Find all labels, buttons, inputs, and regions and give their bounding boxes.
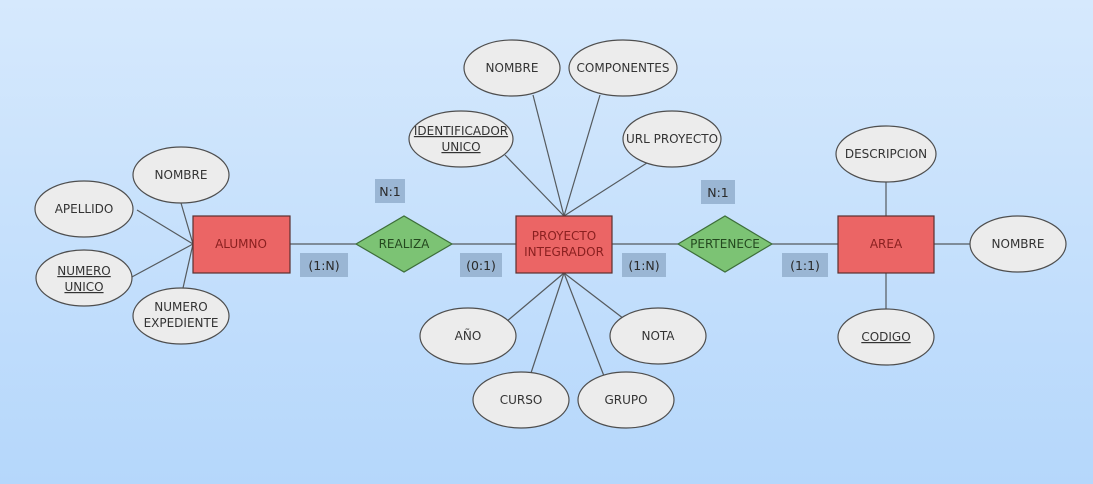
entity-area: AREA	[837, 215, 935, 274]
cardinality-realiza-proyecto: (0:1)	[460, 253, 502, 277]
attribute-label: NUMERO	[154, 300, 207, 314]
cardinality-text: (1:1)	[790, 258, 820, 273]
attribute-label: IDENTIFICADOR	[414, 124, 508, 138]
attribute-label: AÑO	[455, 328, 482, 343]
attribute-area-descripcion: DESCRIPCION	[835, 125, 937, 183]
attribute-label: EXPEDIENTE	[144, 316, 219, 330]
attribute-alumno-numero-expediente: NUMERO EXPEDIENTE	[132, 287, 230, 345]
attribute-label: NOMBRE	[992, 237, 1045, 251]
attribute-label: DESCRIPCION	[845, 147, 927, 161]
attribute-label: GRUPO	[604, 393, 647, 407]
line-alumno-nombre	[180, 202, 194, 245]
cardinality-text: (0:1)	[466, 258, 496, 273]
line-proyecto-identificador	[504, 154, 565, 217]
attribute-label: NOTA	[641, 329, 675, 343]
line-proyecto-url	[563, 160, 651, 217]
attribute-proyecto-url: URL PROYECTO	[622, 110, 722, 168]
entity-label: PROYECTO	[532, 229, 596, 243]
entity-alumno: ALUMNO	[192, 215, 291, 274]
line-proyecto-nota	[563, 272, 629, 323]
attribute-alumno-apellido: APELLIDO	[34, 180, 134, 238]
attribute-label: NOMBRE	[486, 61, 539, 75]
cardinality-text: (1:N)	[308, 258, 339, 273]
entity-label: AREA	[870, 237, 903, 251]
relationship-pertenece: PERTENECE	[676, 215, 774, 273]
entity-label: INTEGRADOR	[524, 245, 604, 259]
attribute-label: COMPONENTES	[577, 61, 670, 75]
attribute-label: CODIGO	[861, 330, 910, 344]
line-proyecto-grupo	[563, 272, 605, 377]
attribute-proyecto-identificador-unico: IDENTIFICADOR UNICO	[408, 110, 514, 168]
line-alumno-apellido	[136, 209, 194, 245]
line-proyecto-componentes	[563, 94, 601, 217]
attribute-proyecto-curso: CURSO	[472, 371, 570, 429]
attribute-label: CURSO	[500, 393, 543, 407]
attribute-label: UNICO	[64, 280, 103, 294]
line-proyecto-anio	[505, 272, 565, 323]
attribute-proyecto-nombre: NOMBRE	[463, 39, 561, 97]
attribute-proyecto-grupo: GRUPO	[577, 371, 675, 429]
entity-label: ALUMNO	[215, 237, 267, 251]
connector-lines	[129, 94, 970, 377]
cardinality-text: (1:N)	[628, 258, 659, 273]
attribute-label: NOMBRE	[155, 168, 208, 182]
cardinality-text: N:1	[707, 185, 729, 200]
relationship-label: PERTENECE	[690, 237, 760, 251]
cardinality-n1-realiza: N:1	[375, 179, 405, 203]
line-alumno-expediente	[182, 243, 194, 289]
attribute-proyecto-nota: NOTA	[609, 307, 707, 365]
line-proyecto-nombre	[532, 94, 565, 217]
attribute-proyecto-anio: AÑO	[419, 307, 517, 365]
attribute-label: NUMERO	[57, 264, 110, 278]
attribute-alumno-nombre: NOMBRE	[132, 146, 230, 204]
attribute-area-codigo: CODIGO	[837, 308, 935, 366]
line-alumno-numero-unico	[129, 243, 194, 279]
cardinality-alumno-realiza: (1:N)	[300, 253, 348, 277]
attribute-area-nombre: NOMBRE	[969, 215, 1067, 273]
cardinality-proyecto-pertenece: (1:N)	[622, 253, 666, 277]
line-proyecto-curso	[529, 272, 565, 377]
cardinality-text: N:1	[379, 184, 401, 199]
cardinality-pertenece-area: (1:1)	[782, 253, 828, 277]
relationship-realiza: REALIZA	[354, 215, 454, 273]
cardinality-n1-pertenece: N:1	[701, 180, 735, 204]
entity-proyecto-integrador: PROYECTO INTEGRADOR	[515, 215, 613, 274]
attribute-proyecto-componentes: COMPONENTES	[568, 39, 678, 97]
attribute-label: URL PROYECTO	[626, 132, 718, 146]
attribute-label: APELLIDO	[55, 202, 114, 216]
attribute-alumno-numero-unico: NUMERO UNICO	[35, 249, 133, 307]
attribute-label: UNICO	[441, 140, 480, 154]
relationship-label: REALIZA	[379, 237, 431, 251]
